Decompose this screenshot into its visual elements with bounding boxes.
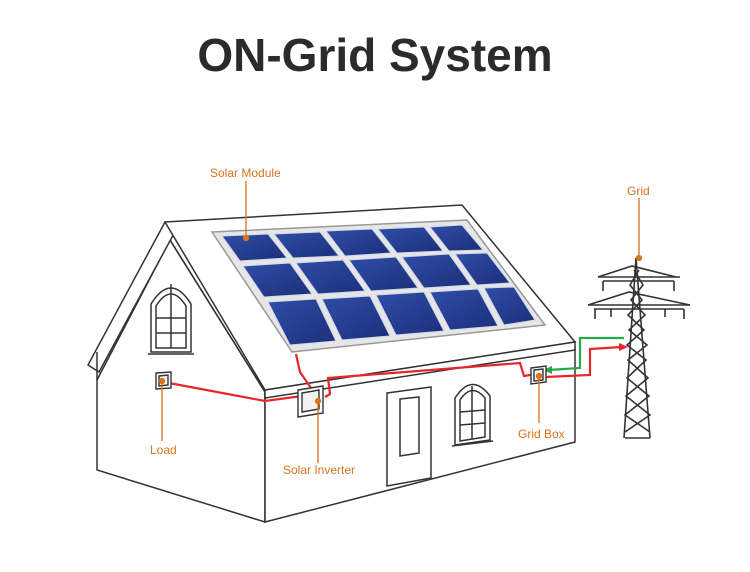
panel-cell [295, 259, 366, 295]
export-arrow [619, 343, 628, 351]
panel-cell [325, 228, 392, 257]
export-wire [544, 345, 623, 379]
panel-cell [273, 231, 340, 259]
dc-wire [294, 353, 312, 389]
solar-module-label: Solar Module [210, 166, 281, 180]
panel-cell [429, 224, 485, 252]
solar-inverter-box [297, 385, 324, 418]
panel-cell [348, 256, 419, 292]
import-wire [547, 336, 624, 372]
attic-window [148, 284, 194, 355]
grid-box-label: Grid Box [518, 427, 565, 441]
panel-cell [267, 298, 337, 346]
panel-cell [377, 226, 444, 254]
panel-cell [483, 286, 536, 326]
panel-cell [375, 291, 445, 336]
import-arrow [543, 366, 552, 374]
panel-cell [242, 262, 313, 298]
solar-inverter-label: Solar Inverter [283, 463, 356, 477]
solar-module [210, 219, 547, 353]
front-window [451, 383, 494, 447]
ac-wire-grid-box [324, 361, 537, 398]
load-label: Load [150, 443, 177, 457]
ac-wire-load [168, 381, 303, 403]
panel-cell [401, 253, 472, 289]
page-title: ON-Grid System [197, 29, 553, 81]
panel-cell [454, 252, 511, 286]
panel-cell [221, 233, 288, 262]
door [386, 386, 432, 487]
grid-label: Grid [627, 184, 650, 198]
grid-tower [587, 257, 691, 439]
panel-cell [321, 295, 391, 341]
panel-cell [429, 288, 499, 331]
